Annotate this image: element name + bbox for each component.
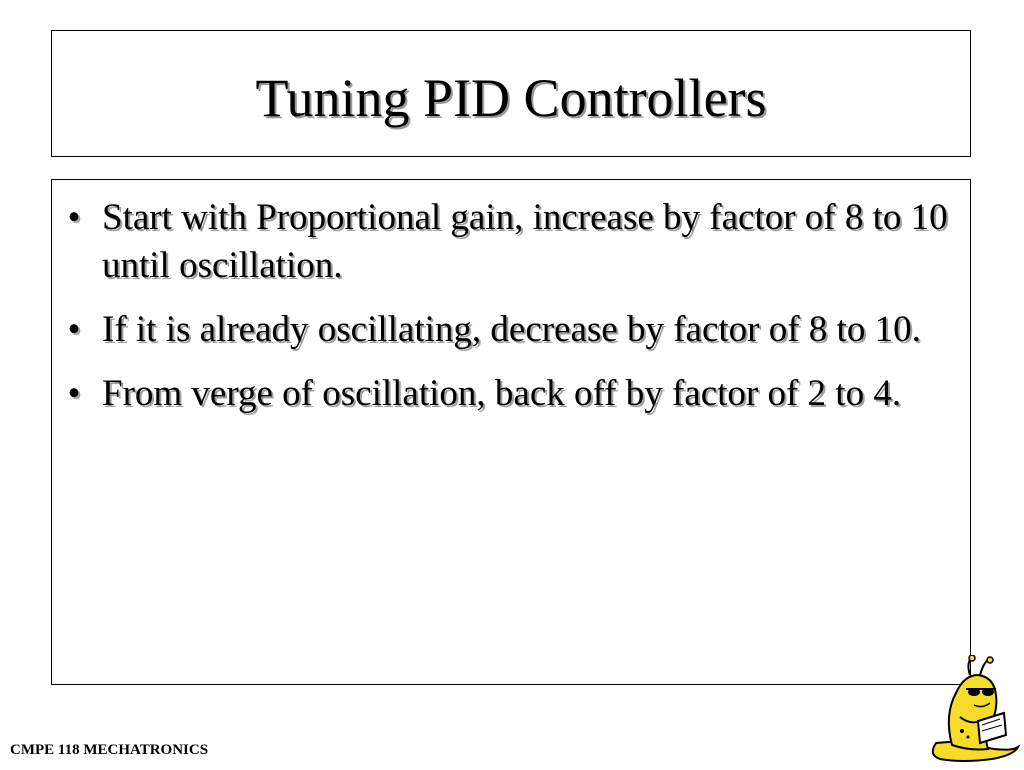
bullet-item: • Start with Proportional gain, increase… bbox=[52, 194, 970, 290]
slide-title: Tuning PID Controllers bbox=[255, 68, 767, 128]
bullet-item: • From verge of oscillation, back off by… bbox=[52, 370, 970, 418]
course-footer: CMPE 118 MECHATRONICS bbox=[10, 742, 209, 758]
bullet-marker: • bbox=[67, 309, 81, 350]
bullet-item: • If it is already oscillating, decrease… bbox=[52, 306, 970, 354]
bullet-text: Start with Proportional gain, increase b… bbox=[102, 197, 948, 286]
bullet-marker: • bbox=[67, 197, 81, 238]
bullet-text: From verge of oscillation, back off by f… bbox=[102, 373, 902, 414]
content-placeholder: • Start with Proportional gain, increase… bbox=[51, 179, 971, 685]
bullet-marker: • bbox=[67, 373, 81, 414]
bullet-list: • Start with Proportional gain, increase… bbox=[52, 194, 970, 434]
bullet-text: If it is already oscillating, decrease b… bbox=[102, 309, 921, 350]
title-placeholder: Tuning PID Controllers bbox=[51, 30, 971, 157]
banana-slug-mascot-icon bbox=[922, 654, 1022, 765]
